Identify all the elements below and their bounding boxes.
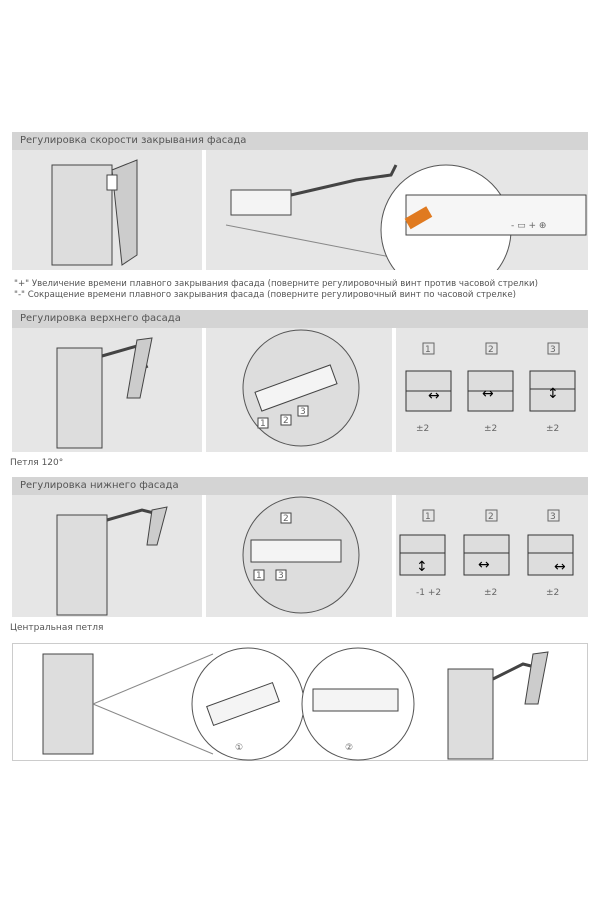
svg-text:3: 3 xyxy=(550,345,556,355)
lower-cabinet-illustration xyxy=(56,506,168,616)
section-header-lower-facade: Регулировка нижнего фасада xyxy=(12,477,588,495)
svg-text:1: 1 xyxy=(425,345,431,355)
svg-text:2: 2 xyxy=(488,512,494,522)
svg-text:↔: ↔ xyxy=(478,557,490,573)
svg-text:±2: ±2 xyxy=(484,424,497,434)
svg-text:1: 1 xyxy=(260,419,266,429)
svg-text:3: 3 xyxy=(278,571,284,581)
svg-text:2: 2 xyxy=(283,416,289,426)
central-hinge-detail-box: ① ② xyxy=(12,643,588,761)
svg-text:- ▭ + ⊕: - ▭ + ⊕ xyxy=(511,221,546,231)
svg-text:3: 3 xyxy=(550,512,556,522)
svg-text:1: 1 xyxy=(425,512,431,522)
central-hinge-illustration: ① ② xyxy=(42,647,549,761)
svg-text:1: 1 xyxy=(256,571,262,581)
svg-text:↔: ↔ xyxy=(482,386,494,402)
step-1: 1 -1 +2 xyxy=(399,509,446,598)
step-2: 2 ±2 xyxy=(467,342,514,434)
screwdriver-icon xyxy=(404,206,433,230)
upper-hinge-panel: 1 2 3 xyxy=(206,328,392,452)
svg-text:±2: ±2 xyxy=(484,588,497,598)
cabinet-illustration xyxy=(51,159,138,266)
svg-text:↔: ↔ xyxy=(428,388,440,404)
cabinet-illustration-panel xyxy=(12,150,202,270)
lower-hinge-panel: 2 1 3 xyxy=(206,495,392,617)
svg-text:②: ② xyxy=(345,743,353,753)
svg-text:3: 3 xyxy=(300,407,306,417)
lower-adjust-steps: 1 -1 +2 2 ±2 3 ±2 ↕ ↔ ↔ xyxy=(399,509,574,598)
step-2: 2 ±2 xyxy=(463,509,510,598)
step-1: 1 ±2 xyxy=(405,342,452,434)
svg-text:2: 2 xyxy=(488,345,494,355)
svg-text:↕: ↕ xyxy=(416,559,428,575)
section-header-closing-speed: Регулировка скорости закрывания фасада xyxy=(12,132,588,150)
lower-cabinet-panel xyxy=(12,495,202,617)
upper-cabinet-illustration xyxy=(56,337,153,449)
upper-adjust-panel: 1 ±2 2 ±2 3 ±2 ↔ ↔ ↕ xyxy=(396,328,588,452)
svg-text:2: 2 xyxy=(283,514,289,524)
svg-text:-1 +2: -1 +2 xyxy=(416,588,441,598)
note-increase: "+" Увеличение времени плавного закрыван… xyxy=(14,279,538,289)
svg-text:±2: ±2 xyxy=(546,424,559,434)
mechanism-illustration-panel: - ▭ + ⊕ xyxy=(206,150,588,270)
mechanism-illustration: - ▭ + ⊕ xyxy=(225,164,587,270)
upper-adjust-steps: 1 ±2 2 ±2 3 ±2 ↔ ↔ ↕ xyxy=(405,342,576,434)
svg-text:±2: ±2 xyxy=(416,424,429,434)
step-3: 3 ±2 xyxy=(527,509,574,598)
svg-text:①: ① xyxy=(235,743,243,753)
svg-text:↔: ↔ xyxy=(554,559,566,575)
lower-adjust-panel: 1 -1 +2 2 ±2 3 ±2 ↕ ↔ ↔ xyxy=(396,495,588,617)
central-hinge-label: Центральная петля xyxy=(10,623,104,633)
hinge-120-label: Петля 120° xyxy=(10,458,64,468)
upper-cabinet-panel xyxy=(12,328,202,452)
step-3: 3 ±2 xyxy=(529,342,576,434)
svg-text:↕: ↕ xyxy=(547,386,559,402)
upper-hinge-illustration: 1 2 3 xyxy=(242,329,360,447)
lower-hinge-illustration: 2 1 3 xyxy=(242,496,360,614)
svg-text:±2: ±2 xyxy=(546,588,559,598)
note-decrease: "-" Сокращение времени плавного закрыван… xyxy=(14,290,516,300)
section-header-upper-facade: Регулировка верхнего фасада xyxy=(12,310,588,328)
